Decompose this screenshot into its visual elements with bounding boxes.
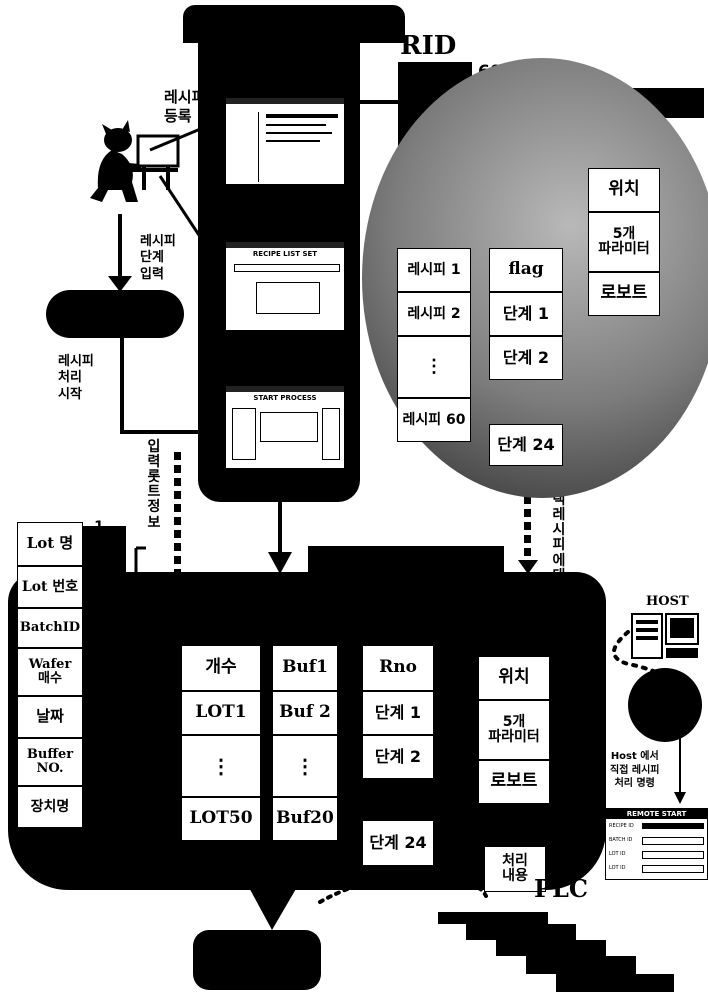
device-name-field: 장치명 [17, 786, 83, 828]
main-process-content: 처리 내용 [484, 846, 546, 892]
recipe-step-input-label: 레시피 단계 입력 [140, 234, 176, 282]
main-buf2: Buf 2 [272, 691, 338, 735]
remote-row-batch: BATCH ID [609, 837, 633, 843]
main-lot50: LOT50 [181, 797, 261, 841]
recipe-start-label: 레시피 처리 시작 [58, 354, 94, 402]
main-step-2: 단계 2 [362, 735, 434, 779]
circle-recipe-2: 레시피 2 [397, 292, 471, 336]
circle-position: 위치 [588, 168, 660, 212]
start-process-screen: START PROCESS [224, 384, 346, 476]
circle-recipe-ellipsis: ⋮ [397, 336, 471, 398]
circle-step-2: 단계 2 [489, 336, 563, 380]
date-field: 날짜 [17, 696, 83, 738]
operator-icon [90, 120, 180, 202]
circle-step-24: 단계 24 [489, 424, 563, 466]
plc-step-2 [466, 924, 576, 940]
host-command-label: Host 에서 직접 레시피 처리 명령 [610, 751, 660, 789]
bottom-controller-box [193, 930, 321, 990]
circle-robot: 로보트 [588, 272, 660, 316]
recipe-start-box [46, 290, 184, 338]
plc-label: PLC [534, 874, 589, 903]
host-label: HOST [646, 594, 689, 609]
lot-info-dotted-line [174, 452, 181, 572]
main-buf-ellipsis: ⋮ [272, 735, 338, 797]
main-position: 위치 [478, 656, 550, 700]
wafer-count-field: Wafer 매수 [17, 648, 83, 696]
step-info-label: 1단계 [92, 519, 106, 566]
circle-recipe-1: 레시피 1 [397, 248, 471, 292]
circle-flag: flag [489, 248, 563, 292]
main-5-params: 5개 파라미터 [478, 700, 550, 760]
batch-id-field: BatchID [17, 608, 83, 648]
circle-recipe-60: 레시피 60 [397, 398, 471, 442]
rid-connector [346, 100, 406, 104]
recipe-register-screen [224, 96, 346, 196]
main-rno: Rno [362, 645, 434, 691]
main-step-24: 단계 24 [362, 820, 434, 866]
recipe-register-label: 레시피 등록 [164, 88, 206, 125]
main-lot1: LOT1 [181, 691, 261, 735]
start-process-title: START PROCESS [253, 394, 317, 402]
remote-row-recipe: RECIPE ID [609, 823, 634, 829]
host-network-node [628, 668, 702, 742]
recipe-list-title: RECIPE LIST SET [252, 250, 318, 258]
plc-step-1 [438, 912, 548, 924]
circle-5-params: 5개 파라미터 [588, 212, 660, 272]
selected-recipe-dotted-line [524, 470, 531, 562]
plc-step-4 [526, 956, 636, 974]
step-header-block [80, 526, 126, 576]
remote-row-lot-2: LOT ID [609, 865, 626, 871]
lot-name-field: Lot 명 [17, 522, 83, 566]
recipe-list-screen: RECIPE LIST SET [224, 240, 346, 340]
main-robot: 로보트 [478, 760, 550, 804]
main-count-header: 개수 [181, 645, 261, 691]
lot-number-field: Lot 번호 [17, 566, 83, 608]
remote-row-lot-1: LOT ID [609, 851, 626, 857]
rid-label: RID [400, 31, 457, 61]
main-buf1: Buf1 [272, 645, 338, 691]
circle-step-1: 단계 1 [489, 292, 563, 336]
main-buf20: Buf20 [272, 797, 338, 841]
remote-start-title: REMOTE START [606, 809, 707, 819]
main-lot-ellipsis: ⋮ [181, 735, 261, 797]
selected-recipe-arrow [518, 560, 538, 574]
plc-step-5 [556, 974, 674, 992]
remote-start-panel: REMOTE START RECIPE ID BATCH ID LOT ID L… [605, 808, 708, 880]
plc-step-3 [496, 940, 606, 956]
host-computer-icon [631, 613, 699, 659]
lot-info-input-label: 입력롯트정보 [147, 439, 161, 531]
buffer-no-field: Buffer NO. [17, 738, 83, 786]
main-step-1: 단계 1 [362, 691, 434, 735]
network-label: NETMAIN [356, 878, 425, 892]
main-block-tab [308, 546, 504, 576]
